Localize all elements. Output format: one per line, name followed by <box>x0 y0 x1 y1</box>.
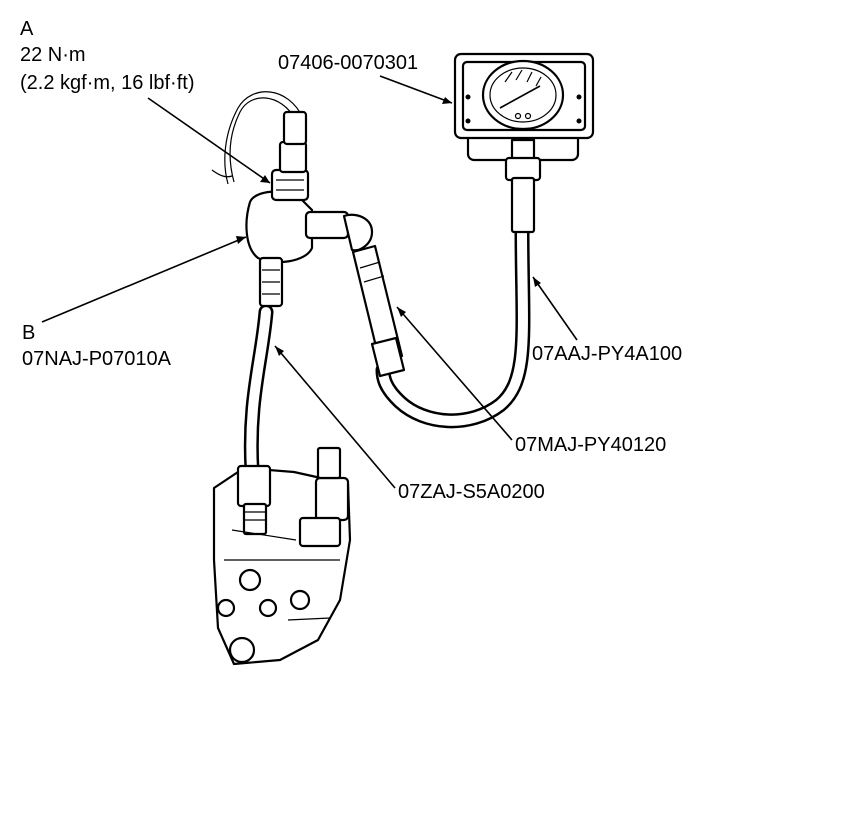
hose-07AAJ <box>375 222 531 429</box>
callout-adapter-hose: 07MAJ-PY40120 <box>515 434 667 456</box>
callout-b-letter: B <box>22 322 36 344</box>
pressure-gauge <box>453 52 595 234</box>
adapter-hose-07MAJ <box>351 244 406 378</box>
leader-b <box>41 236 247 323</box>
leader-a <box>147 97 271 184</box>
leader-07ZAJ <box>274 345 396 489</box>
leader-07AAJ <box>532 276 578 341</box>
leader-07MAJ <box>396 306 513 441</box>
callout-lower-hose: 07ZAJ-S5A0200 <box>398 481 545 503</box>
valve-body <box>212 446 352 666</box>
sensor-fitting-a <box>270 110 310 202</box>
callout-b-part: 07NAJ-P07010A <box>22 348 171 370</box>
sensor-wire <box>229 97 297 183</box>
leader-lines <box>41 75 578 489</box>
leader-gauge <box>379 75 453 104</box>
callout-a-torque: 22 N·m <box>20 44 86 66</box>
callout-a-letter: A <box>20 18 34 40</box>
callout-gauge-part: 07406-0070301 <box>278 52 419 74</box>
tee-fitting-b <box>245 190 374 308</box>
callout-a-torque-alt: (2.2 kgf·m, 16 lbf·ft) <box>20 72 195 94</box>
callout-gauge-hose: 07AAJ-PY4A100 <box>532 343 683 365</box>
hose-07ZAJ <box>243 304 274 478</box>
